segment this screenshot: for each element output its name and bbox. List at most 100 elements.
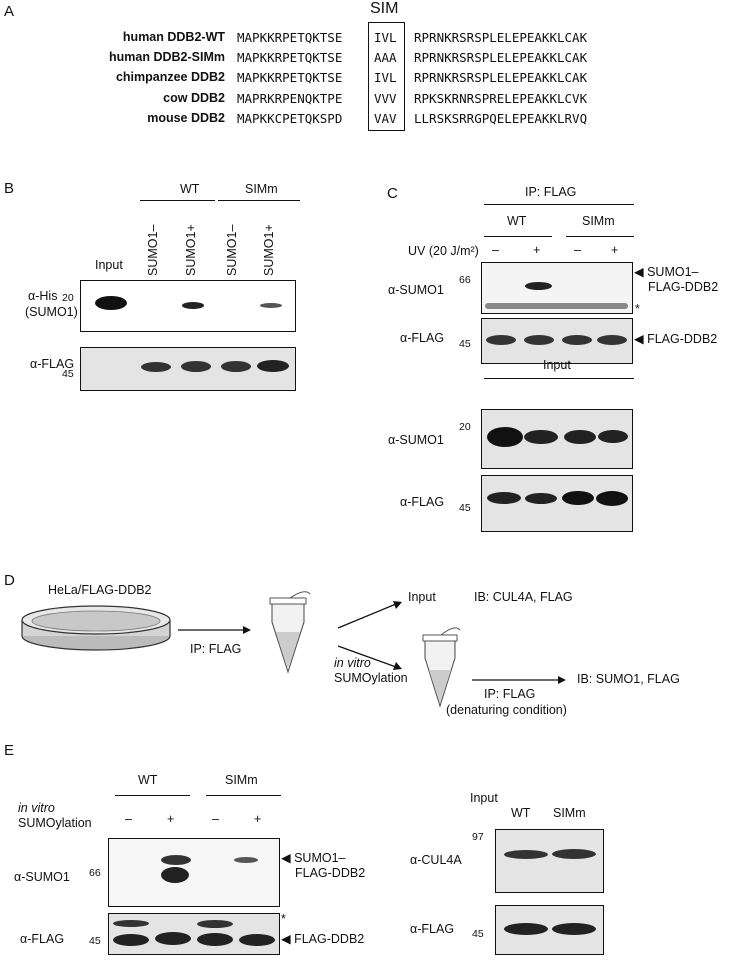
band [487, 492, 521, 504]
band [113, 934, 149, 946]
sumoylation-label: SUMOylation [334, 671, 408, 685]
band [562, 335, 592, 345]
mw-marker: 45 [89, 935, 101, 947]
flag-label: α-FLAG [30, 357, 75, 371]
band [181, 361, 211, 372]
sumo-label: α-SUMO1 [388, 283, 444, 297]
sim-label: SIM [370, 0, 399, 17]
panel-b-letter: B [4, 180, 15, 197]
seq-sim: IVL [374, 70, 397, 85]
band [504, 850, 548, 859]
cul4a-label: α-CUL4A [410, 853, 462, 867]
sign-minus: – [574, 243, 581, 257]
seq-left: MAPKKRPETQKTSE [237, 70, 343, 85]
wt-label: WT [507, 214, 527, 228]
sign-plus: + [611, 243, 619, 257]
mw-marker: 97 [472, 831, 484, 843]
denaturing-label: (denaturing condition) [446, 703, 567, 717]
seq-sim: AAA [374, 50, 397, 65]
invitro-label: in vitro [334, 656, 371, 670]
simm-bracket [566, 236, 634, 237]
sumo-input-blot [481, 409, 633, 469]
tube-icon [422, 627, 461, 708]
arrow-annotation: ◀ SUMO1– [634, 265, 699, 279]
asterisk: * [635, 302, 640, 316]
his-sub-label: (SUMO1) [25, 305, 78, 319]
band [486, 335, 516, 345]
seq-sim: IVL [374, 30, 397, 45]
simm-bracket [218, 200, 300, 201]
band [562, 491, 594, 505]
panel-a-letter: A [4, 3, 15, 20]
invitro-label: in vitro [18, 801, 55, 815]
seq-left: MAPKKRPETQKTSE [237, 30, 343, 45]
panel-c-letter: C [387, 185, 398, 202]
sumoylation-label: SUMOylation [18, 816, 92, 830]
seq-right: LLRSKSRRGPQELEPEAKKLRVQ [414, 111, 588, 126]
sign-minus: – [125, 812, 132, 826]
seq-sim: VAV [374, 111, 397, 126]
band [564, 430, 596, 444]
ip-bracket [484, 204, 634, 205]
ip-label: IP: FLAG [190, 642, 242, 656]
petri-dish-icon [21, 605, 171, 651]
band [197, 920, 233, 928]
band [197, 933, 233, 946]
mw-marker: 20 [62, 292, 74, 304]
simm-label: SIMm [225, 773, 258, 787]
seq-name: chimpanzee DDB2 [115, 70, 225, 84]
mw-marker: 20 [459, 421, 471, 433]
band [597, 335, 627, 345]
mw-marker: 45 [62, 368, 74, 380]
sign-minus: – [492, 243, 499, 257]
annotation-text: SUMO1– [294, 851, 346, 865]
ip-label: IP: FLAG [525, 185, 577, 199]
panel-d-letter: D [4, 572, 15, 589]
sumo-ip-blot [481, 262, 633, 314]
band [524, 430, 558, 444]
flag-blot [80, 347, 296, 391]
panel-e-letter: E [4, 742, 15, 759]
wt-bracket [140, 200, 215, 201]
band [221, 361, 251, 372]
band [239, 934, 275, 946]
seq-name: mouse DDB2 [147, 111, 225, 125]
sumo-input-label: α-SUMO1 [388, 433, 444, 447]
band [260, 303, 282, 308]
sign-plus: + [533, 243, 541, 257]
seq-right: RPKSKRNRSPRELEPEAKKLCVK [414, 91, 588, 106]
wt-label: WT [138, 773, 158, 787]
seq-sim: VVV [374, 91, 397, 106]
flag-label: α-FLAG [400, 331, 445, 345]
input-label: Input [470, 791, 498, 805]
mw-marker: 45 [472, 928, 484, 940]
sumo-label: α-SUMO1 [14, 870, 70, 884]
sign-plus: + [254, 812, 262, 826]
band [141, 362, 171, 372]
input-bracket [484, 378, 634, 379]
seq-name: cow DDB2 [163, 91, 225, 105]
his-blot [80, 280, 296, 332]
band [155, 932, 191, 945]
flag-ip-blot [481, 318, 633, 364]
arrow-annotation: ◀ SUMO1– [281, 851, 346, 865]
mw-marker: 45 [459, 502, 471, 514]
sumo-blot [108, 838, 280, 907]
band [234, 857, 258, 863]
sign-plus: + [167, 812, 175, 826]
his-label: α-His [28, 289, 58, 303]
band [257, 360, 289, 372]
uv-label: UV (20 J/m²) [408, 244, 479, 258]
seq-left: MAPRKRPENQKTPE [237, 91, 343, 106]
band [552, 849, 596, 859]
band [598, 430, 628, 443]
sign-minus: – [212, 812, 219, 826]
band [113, 920, 149, 927]
flag-input-label: α-FLAG [400, 495, 445, 509]
band [525, 493, 557, 504]
flag-input-label: α-FLAG [410, 922, 455, 936]
band [596, 491, 628, 506]
ib-label: IB: CUL4A, FLAG [474, 590, 573, 604]
input-label: Input [95, 258, 123, 272]
